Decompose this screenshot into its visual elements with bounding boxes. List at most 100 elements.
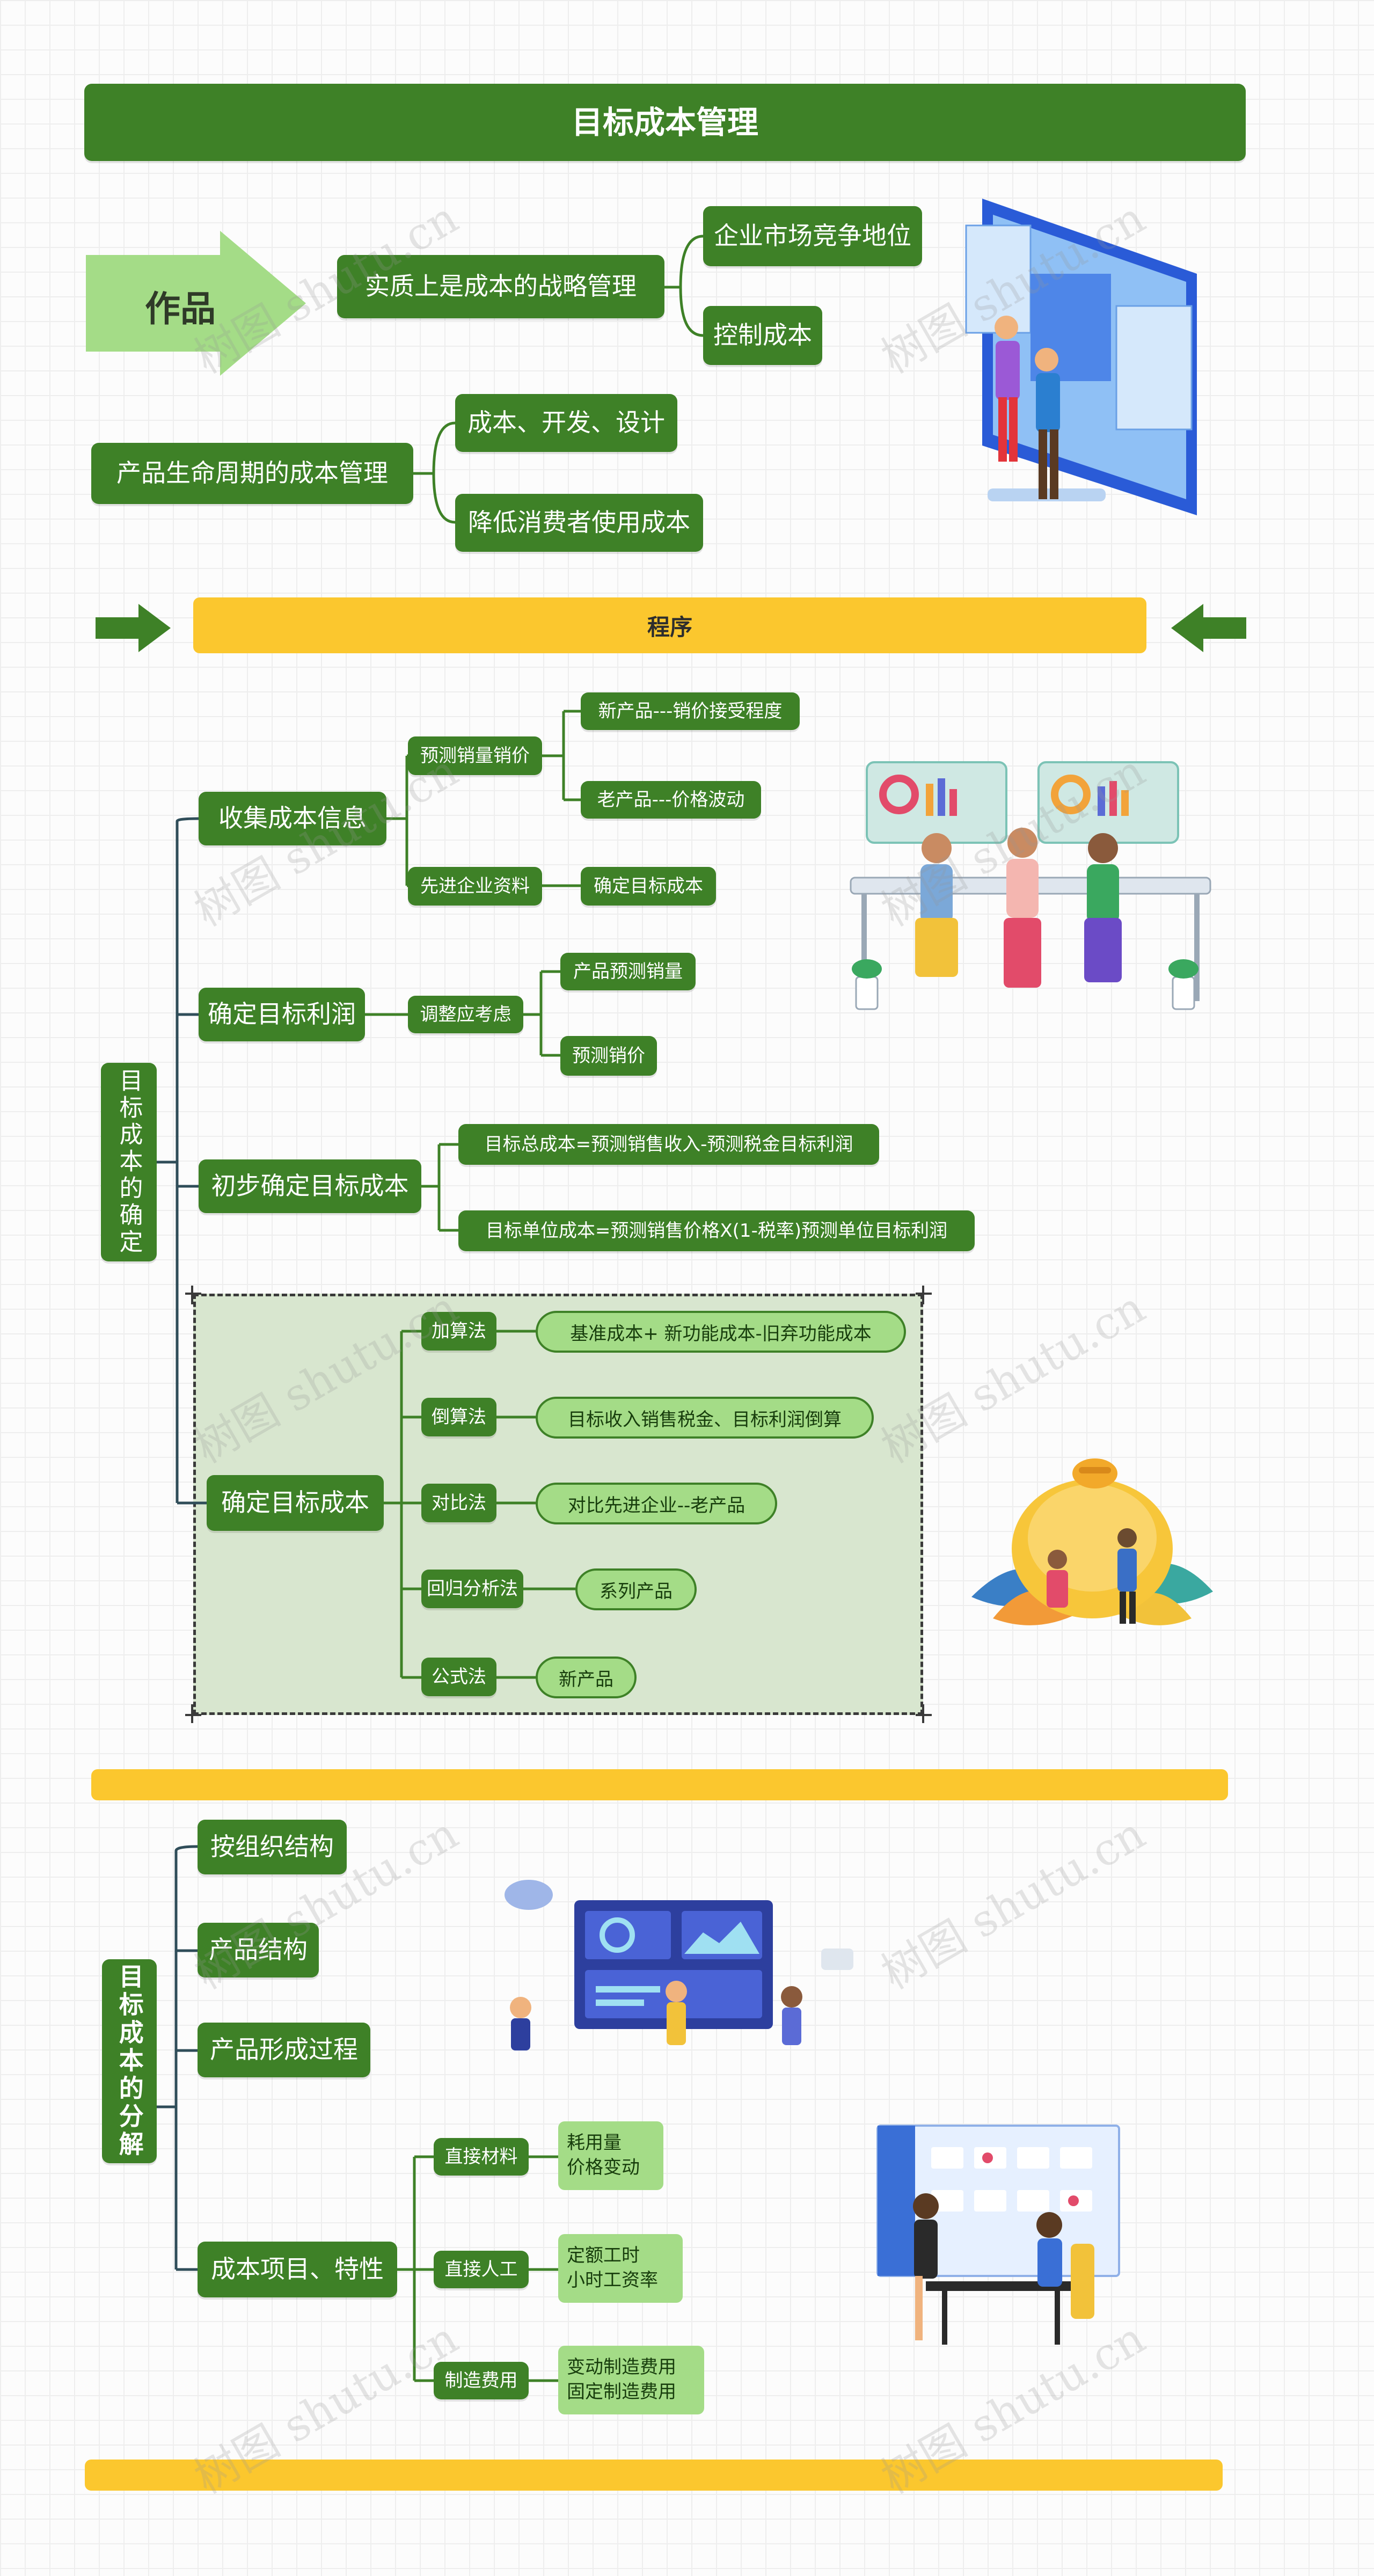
method-add-detail-text: 基准成本+ 新功能成本-旧弃功能成本 [570,1323,872,1345]
direct-labor-node[interactable]: 直接人工 [434,2251,529,2288]
work-arrow: 作品 [86,231,306,376]
work-arrow-label: 作品 [145,288,216,330]
dashboard-illustration-svg [505,1880,853,2050]
collect-info-label: 收集成本信息 [218,804,367,833]
total-cost-formula-label: 目标总成本=预测销售收入-预测税金目标利润 [484,1133,853,1155]
market-position-node[interactable]: 企业市场竞争地位 [703,206,922,266]
direct-material-line-1: 耗用量 [567,2132,622,2154]
section3-bottom-bar [85,2460,1223,2491]
method-add-node[interactable]: 加算法 [421,1312,496,1351]
direct-labor-detail[interactable]: 定额工时 小时工资率 [558,2234,683,2303]
method-reverse-label: 倒算法 [432,1406,486,1428]
product-formation-node[interactable]: 产品形成过程 [198,2023,370,2077]
team-desk-illustration [845,757,1216,1020]
direct-material-node[interactable]: 直接材料 [434,2138,529,2176]
determine-target-cost-node[interactable]: 确定目标成本 [207,1475,384,1531]
product-formation-label: 产品形成过程 [210,2035,358,2064]
monitor-illustration [955,193,1208,526]
method-formula-node[interactable]: 公式法 [421,1658,496,1696]
page-title: 目标成本管理 [84,84,1246,161]
essence-node[interactable]: 实质上是成本的战略管理 [337,255,664,318]
forecast-volume-label: 产品预测销量 [573,960,683,982]
reduce-user-cost-label: 降低消费者使用成本 [468,508,690,537]
control-cost-node[interactable]: 控制成本 [703,306,822,365]
direct-material-detail[interactable]: 耗用量 价格变动 [558,2121,663,2190]
method-compare-detail[interactable]: 对比先进企业--老产品 [536,1483,777,1524]
procedure-banner: 程序 [193,597,1146,653]
method-regression-label: 回归分析法 [427,1578,518,1600]
unit-cost-formula-label: 目标单位成本=预测销售价格X(1-税率)预测单位目标利润 [485,1220,948,1242]
advanced-data-node[interactable]: 先进企业资料 [408,867,542,906]
lifecycle-label: 产品生命周期的成本管理 [116,458,388,488]
method-formula-detail-text: 新产品 [559,1668,613,1690]
lifecycle-node[interactable]: 产品生命周期的成本管理 [91,443,413,504]
by-organization-node[interactable]: 按组织结构 [198,1820,347,1874]
target-profit-node[interactable]: 确定目标利润 [199,988,365,1041]
overhead-label: 制造费用 [444,2369,518,2391]
adjust-label: 调整应考虑 [420,1003,511,1025]
left-arrow-right-shape [96,604,171,652]
unit-cost-formula-node[interactable]: 目标单位成本=预测销售价格X(1-税率)预测单位目标利润 [458,1210,975,1251]
target-cost-determination-root[interactable]: 目标成本的确定 [101,1063,157,1261]
method-compare-node[interactable]: 对比法 [421,1484,496,1522]
new-product-node[interactable]: 新产品---销价接受程度 [581,692,800,730]
cost-dev-design-node[interactable]: 成本、开发、设计 [455,394,677,452]
adjust-node[interactable]: 调整应考虑 [408,996,523,1033]
direct-material-label: 直接材料 [444,2146,518,2168]
advanced-data-label: 先进企业资料 [420,875,530,897]
direct-labor-label: 直接人工 [444,2258,518,2280]
piggy-bank-illustration-svg [971,1458,1213,1625]
market-position-label: 企业市场竞争地位 [714,221,911,251]
old-product-node[interactable]: 老产品---价格波动 [581,781,761,819]
method-reverse-detail[interactable]: 目标收入销售税金、目标利润倒算 [536,1397,874,1439]
target-cost-decomposition-root[interactable]: 目标成本的分解 [102,1959,157,2163]
initial-target-cost-node[interactable]: 初步确定目标成本 [199,1159,421,1213]
new-product-label: 新产品---销价接受程度 [598,700,783,722]
reduce-user-cost-node[interactable]: 降低消费者使用成本 [455,494,703,552]
overhead-node[interactable]: 制造费用 [434,2362,529,2399]
total-cost-formula-node[interactable]: 目标总成本=预测销售收入-预测税金目标利润 [458,1124,879,1165]
method-reverse-detail-text: 目标收入销售税金、目标利润倒算 [568,1409,842,1431]
method-compare-label: 对比法 [432,1492,486,1514]
overhead-detail[interactable]: 变动制造费用 固定制造费用 [558,2346,704,2414]
method-formula-label: 公式法 [432,1666,486,1688]
confirm-target-cost-node[interactable]: 确定目标成本 [581,867,716,906]
direct-labor-line-2: 小时工资率 [567,2269,658,2291]
team-desk-illustration-svg [850,761,1211,1010]
direct-material-line-2: 价格变动 [567,2157,640,2178]
method-regression-detail[interactable]: 系列产品 [575,1568,697,1610]
method-regression-detail-text: 系列产品 [600,1580,673,1602]
forecast-node[interactable]: 预测销量销价 [408,736,542,775]
piggy-bank-illustration [961,1457,1224,1645]
method-formula-detail[interactable]: 新产品 [536,1656,637,1698]
forecast-price-node[interactable]: 预测销价 [560,1036,657,1076]
section3-top-bar [91,1769,1228,1800]
essence-label: 实质上是成本的战略管理 [365,272,637,301]
overhead-line-2: 固定制造费用 [567,2381,676,2403]
cost-items-node[interactable]: 成本项目、特性 [198,2242,397,2297]
product-structure-label: 产品结构 [209,1935,308,1965]
determine-target-cost-label: 确定目标成本 [221,1488,369,1517]
dashboard-illustration [499,1863,859,2067]
forecast-label: 预测销量销价 [420,745,530,767]
left-arrow-right [96,604,171,654]
forecast-volume-node[interactable]: 产品预测销量 [560,953,696,990]
target-cost-determination-label: 目标成本的确定 [115,1068,143,1256]
right-arrow-left-shape [1171,604,1246,652]
forecast-price-label: 预测销价 [572,1045,645,1067]
confirm-target-cost-label: 确定目标成本 [594,875,703,897]
method-add-detail[interactable]: 基准成本+ 新功能成本-旧弃功能成本 [536,1311,906,1353]
procedure-banner-label: 程序 [647,614,692,640]
collect-info-node[interactable]: 收集成本信息 [199,792,386,845]
cost-items-label: 成本项目、特性 [211,2254,384,2284]
method-regression-node[interactable]: 回归分析法 [421,1570,523,1608]
target-profit-label: 确定目标利润 [208,999,356,1029]
cost-dev-design-label: 成本、开发、设计 [467,408,665,437]
work-arrow-shape [86,231,306,376]
method-reverse-node[interactable]: 倒算法 [421,1398,496,1436]
control-cost-label: 控制成本 [713,320,812,350]
product-structure-node[interactable]: 产品结构 [198,1923,319,1977]
